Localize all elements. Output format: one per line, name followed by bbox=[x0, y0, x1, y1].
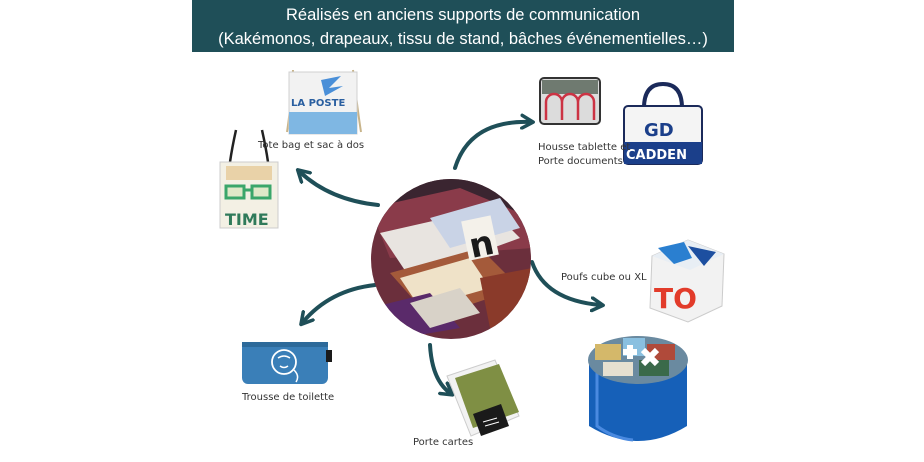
cadden-print: CADDEN bbox=[626, 148, 687, 163]
arrow-to-housse bbox=[453, 122, 530, 170]
label-poufs: Poufs cube ou XL bbox=[561, 272, 647, 283]
label-housse-line2: Porte documents bbox=[538, 156, 623, 167]
gd-print: GD bbox=[644, 120, 674, 141]
card-holder bbox=[446, 359, 520, 437]
toiletry-pouch bbox=[242, 342, 332, 384]
cadden-document-bag: GD CADDEN bbox=[623, 81, 703, 165]
time-tote-bag: TIME bbox=[219, 129, 279, 229]
label-porte-cartes: Porte cartes bbox=[413, 437, 474, 448]
pouf-xl bbox=[588, 336, 688, 442]
label-housse-line1: Housse tablette et bbox=[538, 142, 631, 153]
label-trousse: Trousse de toilette bbox=[242, 392, 335, 403]
la-poste-drawstring-bag: LA POSTE bbox=[286, 69, 362, 135]
arrow-to-porte-cartes bbox=[428, 343, 450, 393]
time-print: TIME bbox=[225, 210, 269, 229]
central-material-photo: n bbox=[371, 179, 531, 339]
banner-title-line1: Réalisés en anciens supports de communic… bbox=[285, 6, 641, 24]
label-tote-bag: Tote bag et sac à dos bbox=[258, 140, 365, 151]
arrow-to-trousse bbox=[303, 283, 377, 322]
header-banner: Réalisés en anciens supports de communic… bbox=[192, 0, 734, 52]
arrow-to-tote bbox=[300, 172, 380, 207]
la-poste-print: LA POSTE bbox=[291, 98, 345, 109]
banner-title-line2: (Kakémonos, drapeaux, tissu de stand, bâ… bbox=[218, 30, 708, 48]
arrow-to-poufs bbox=[530, 260, 600, 305]
to-print: TO bbox=[654, 282, 697, 315]
pouf-cube: TO bbox=[649, 239, 725, 323]
tablet-sleeve bbox=[539, 77, 601, 125]
